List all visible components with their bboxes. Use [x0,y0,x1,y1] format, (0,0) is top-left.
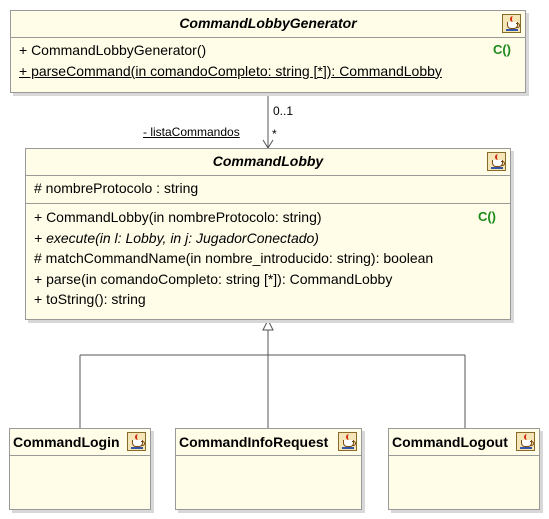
class-command-info-request[interactable]: CommandInfoRequest [175,428,362,510]
class-command-lobby-generator[interactable]: CommandLobbyGenerator + CommandLobbyGene… [10,10,526,93]
multiplicity-source: 0..1 [273,104,294,118]
operations-section: + CommandLobby(in nombreProtocolo: strin… [26,204,510,310]
class-header: CommandLobby [26,149,510,176]
role-name: - listaCommandos [143,125,240,139]
operations-section: + CommandLobbyGenerator() C() + parseCom… [11,38,525,81]
class-name: CommandLogout [392,434,508,450]
class-command-logout[interactable]: CommandLogout [388,428,540,510]
class-command-lobby[interactable]: CommandLobby # nombreProtocolo : string … [25,148,511,320]
constructor-marker: C() [492,42,511,57]
operation: # matchCommandName(in nombre_introducido… [34,250,434,266]
attributes-section: # nombreProtocolo : string [26,176,510,204]
operation: + CommandLobbyGenerator() C() [19,42,511,58]
class-name: CommandLobbyGenerator [179,15,357,31]
class-command-login[interactable]: CommandLogin [9,428,151,510]
attribute: # nombreProtocolo : string [34,180,199,196]
multiplicity-target: * [272,127,277,141]
operation-static: + parseCommand(in comandoCompleto: strin… [19,62,442,79]
class-header: CommandLobbyGenerator [11,11,525,38]
java-class-icon [487,152,506,171]
java-class-icon [338,432,357,451]
java-class-icon [127,432,146,451]
operation-abstract: + execute(in l: Lobby, in j: JugadorCone… [34,229,319,246]
operation: + CommandLobby(in nombreProtocolo: strin… [34,209,496,225]
class-name: CommandInfoRequest [179,434,329,450]
operation: + parse(in comandoCompleto: string [*]):… [34,270,393,287]
operation: + toString(): string [34,291,146,307]
constructor-marker: C() [477,209,496,224]
class-name: CommandLogin [13,434,120,450]
class-name: CommandLobby [212,153,324,169]
java-class-icon [516,432,535,451]
class-header: CommandLogin [10,429,150,456]
java-class-icon [502,14,521,33]
class-header: CommandLogout [389,429,539,456]
class-header: CommandInfoRequest [176,429,361,456]
